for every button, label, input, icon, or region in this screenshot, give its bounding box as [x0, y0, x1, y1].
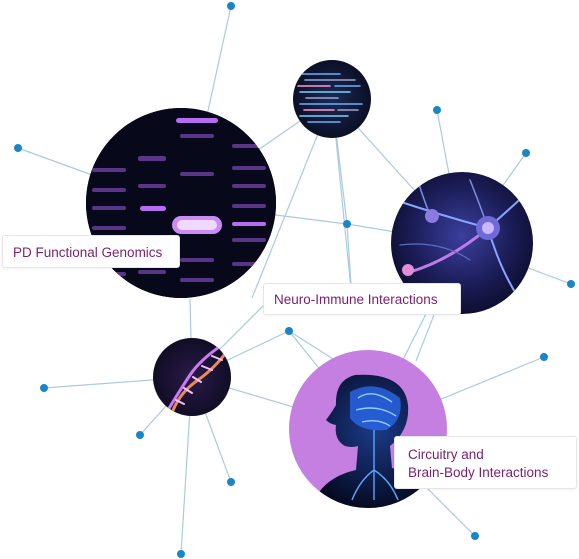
- network-nodes: [14, 2, 575, 558]
- label-neuro-immune-interactions[interactable]: Neuro-Immune Interactions: [263, 283, 461, 315]
- circuitry-label-line1: Circuitry and: [408, 447, 484, 462]
- circuitry-label-line2: Brain-Body Interactions: [408, 465, 549, 480]
- neuron-image: [391, 172, 533, 314]
- label-circuitry-brain-body[interactable]: Circuitry and Brain-Body Interactions: [394, 436, 577, 489]
- code-screen-image: [293, 60, 371, 138]
- dna-helix-image: [153, 338, 231, 416]
- label-pd-functional-genomics[interactable]: PD Functional Genomics: [2, 235, 180, 268]
- gel-electrophoresis-image: [86, 108, 276, 298]
